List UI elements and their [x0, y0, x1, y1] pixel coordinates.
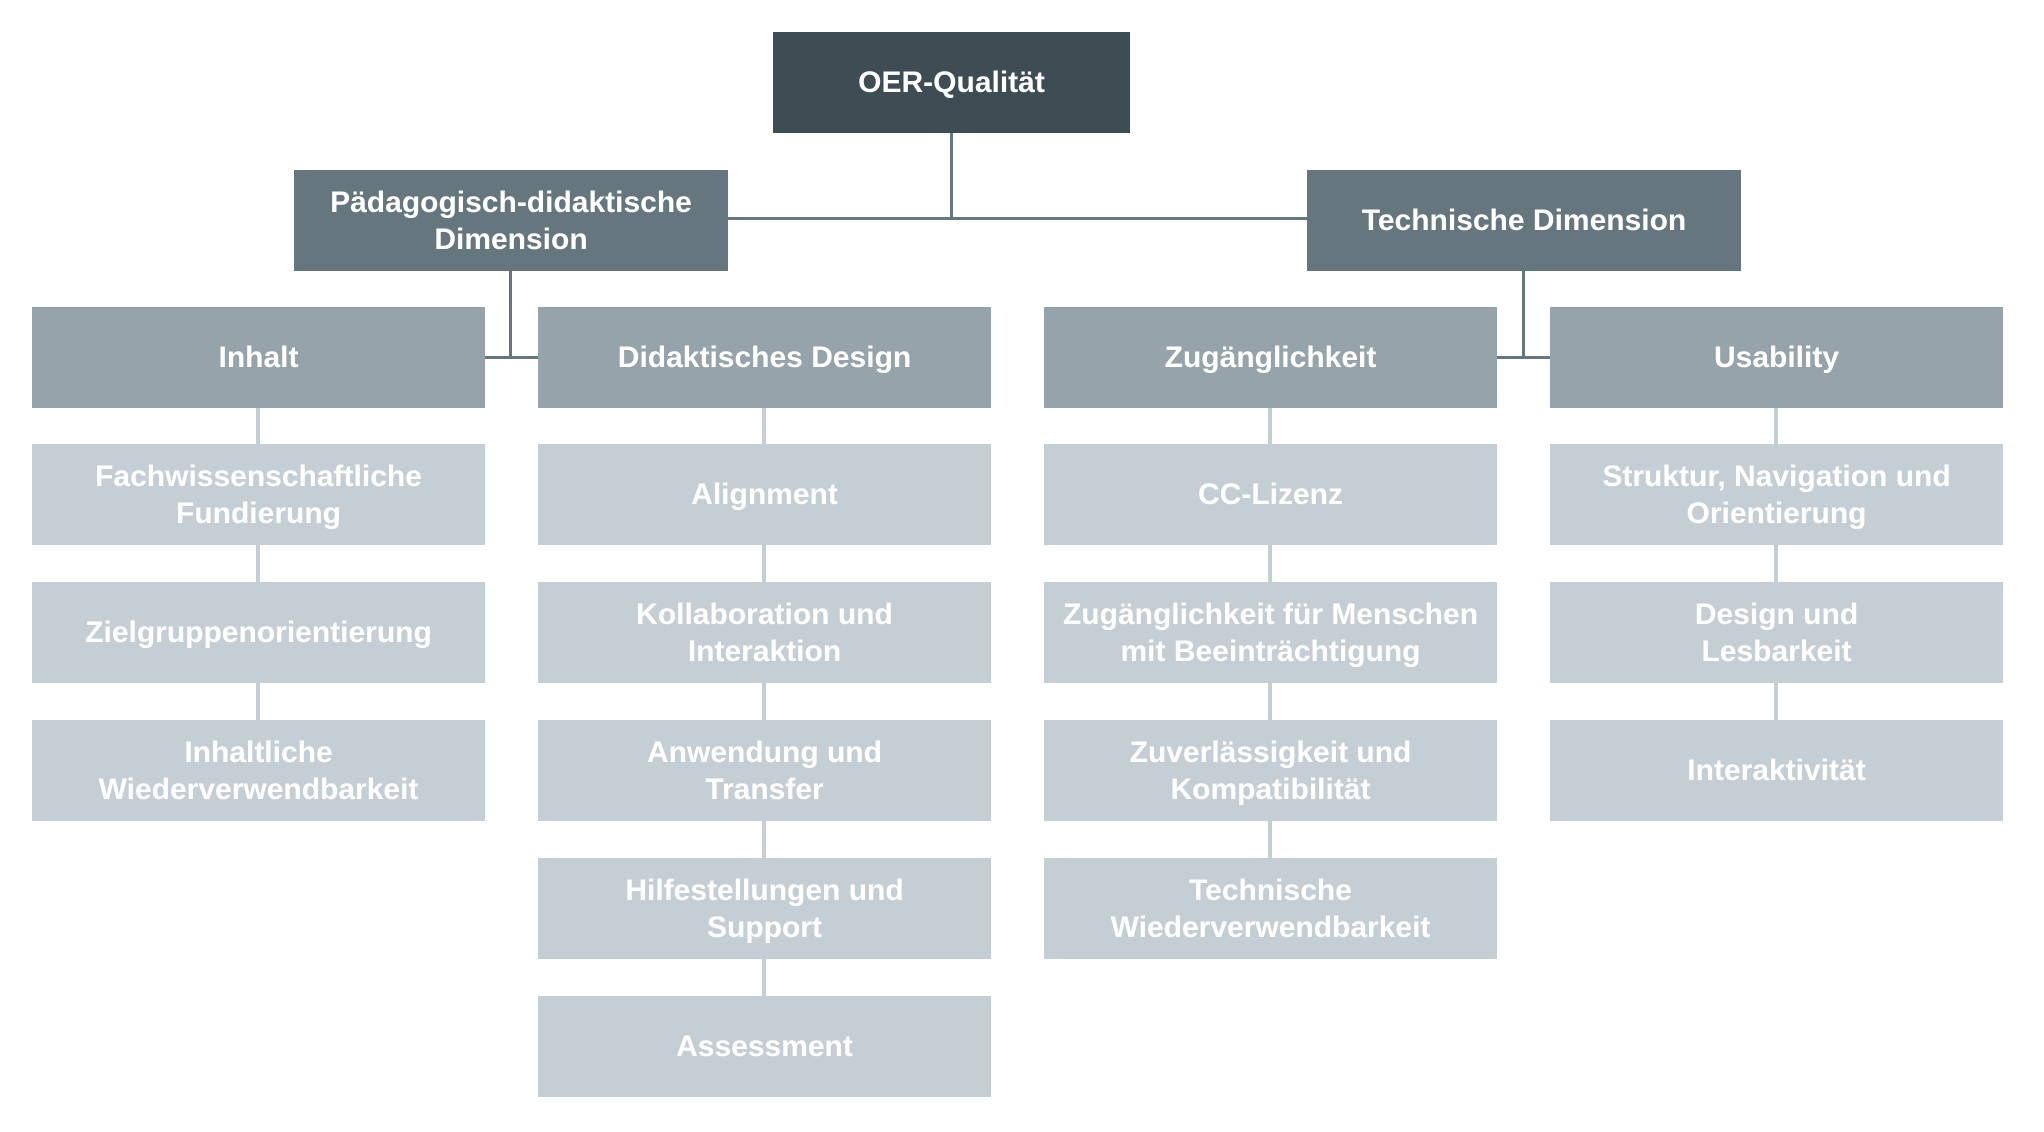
item-box: Assessment: [538, 996, 991, 1097]
category-box-inhalt: Inhalt: [32, 307, 485, 408]
connector-col4-seg2: [1774, 545, 1778, 582]
item-box: Zugänglichkeit für Menschen mit Beeinträ…: [1044, 582, 1497, 683]
connector-col3-seg1: [1268, 408, 1272, 444]
item-label: Hilfestellungen und Support: [625, 873, 904, 944]
category-box-usability: Usability: [1550, 307, 2003, 408]
category-box-didaktisches-design: Didaktisches Design: [538, 307, 991, 408]
item-box: Alignment: [538, 444, 991, 545]
item-label: Assessment: [676, 1030, 853, 1063]
connector-root-drop: [950, 133, 953, 220]
connector-col2-seg3: [762, 683, 766, 720]
item-box: Inhaltliche Wiederverwendbarkeit: [32, 720, 485, 821]
connector-col1-seg1: [256, 408, 260, 444]
item-box: Zuverlässigkeit und Kompatibilität: [1044, 720, 1497, 821]
item-label: Zugänglichkeit für Menschen mit Beeinträ…: [1062, 597, 1479, 668]
connector-bridge-zugaenglichkeit-usability: [1497, 356, 1550, 359]
connector-col4-seg1: [1774, 408, 1778, 444]
item-box: CC-Lizenz: [1044, 444, 1497, 545]
category-label: Inhalt: [218, 341, 299, 374]
connector-paedagogisch-drop: [509, 271, 512, 359]
root-box-oer-qualitaet: OER-Qualität: [773, 32, 1130, 133]
item-box: Hilfestellungen und Support: [538, 858, 991, 959]
category-label: Zugänglichkeit: [1164, 341, 1377, 374]
item-box: Design und Lesbarkeit: [1550, 582, 2003, 683]
connector-col2-seg2: [762, 545, 766, 582]
connector-col4-seg3: [1774, 683, 1778, 720]
item-label: CC-Lizenz: [1198, 478, 1343, 511]
item-label: Fachwissenschaftliche Fundierung: [95, 459, 422, 530]
dimension-box-paedagogisch-didaktisch: Pädagogisch-didaktische Dimension: [294, 170, 728, 271]
connector-col1-seg3: [256, 683, 260, 720]
item-box: Anwendung und Transfer: [538, 720, 991, 821]
item-box: Technische Wiederverwendbarkeit: [1044, 858, 1497, 959]
dimension-label: Technische Dimension: [1361, 204, 1687, 237]
dimension-label: Pädagogisch-didaktische Dimension: [330, 185, 692, 256]
item-label: Interaktivität: [1687, 754, 1866, 787]
category-label: Usability: [1713, 341, 1840, 374]
connector-col3-seg3: [1268, 683, 1272, 720]
connector-col3-seg2: [1268, 545, 1272, 582]
item-label: Technische Wiederverwendbarkeit: [1110, 873, 1431, 944]
item-label: Zuverlässigkeit und Kompatibilität: [1129, 735, 1412, 806]
item-label: Inhaltliche Wiederverwendbarkeit: [98, 735, 419, 806]
connector-col1-seg2: [256, 545, 260, 582]
item-box: Struktur, Navigation und Orientierung: [1550, 444, 2003, 545]
item-box: Fachwissenschaftliche Fundierung: [32, 444, 485, 545]
item-label: Design und Lesbarkeit: [1694, 597, 1859, 668]
item-box: Kollaboration und Interaktion: [538, 582, 991, 683]
root-label: OER-Qualität: [858, 66, 1045, 99]
item-box: Zielgruppenorientierung: [32, 582, 485, 683]
item-label: Kollaboration und Interaktion: [636, 597, 893, 668]
category-label: Didaktisches Design: [617, 341, 912, 374]
connector-col2-seg1: [762, 408, 766, 444]
connector-col3-seg4: [1268, 821, 1272, 858]
item-label: Alignment: [691, 478, 838, 511]
category-box-zugaenglichkeit: Zugänglichkeit: [1044, 307, 1497, 408]
item-label: Struktur, Navigation und Orientierung: [1602, 459, 1951, 530]
connector-col2-seg4: [762, 821, 766, 858]
item-label: Anwendung und Transfer: [647, 735, 882, 806]
connector-bridge-inhalt-didaktisches: [485, 356, 538, 359]
item-label: Zielgruppenorientierung: [85, 616, 432, 649]
connector-col2-seg5: [762, 959, 766, 996]
dimension-box-technisch: Technische Dimension: [1307, 170, 1741, 271]
connector-technische-drop: [1522, 271, 1525, 359]
item-box: Interaktivität: [1550, 720, 2003, 821]
connector-dimensions-horizontal: [728, 217, 1307, 220]
